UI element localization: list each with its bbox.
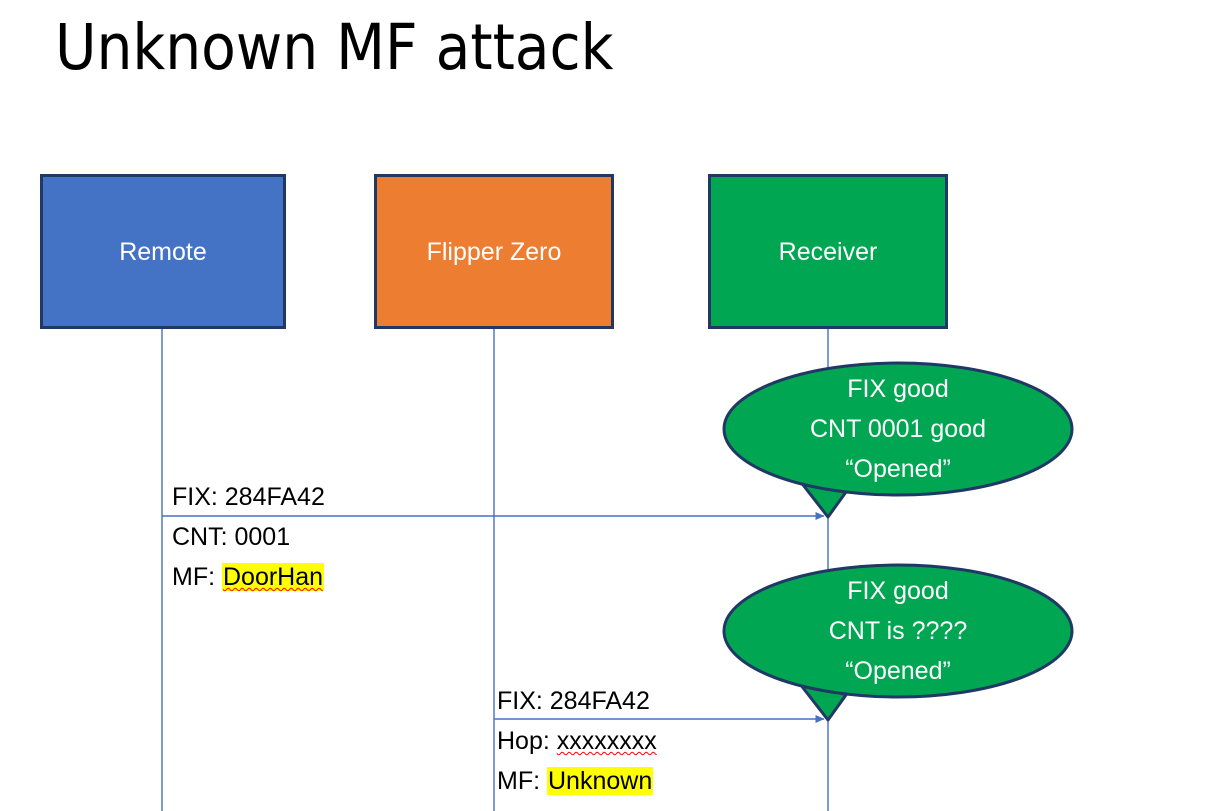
- actor-label-flipper: Flipper Zero: [426, 237, 562, 266]
- message-1-mf-line: MF: DoorHan: [172, 557, 325, 597]
- message-2-hop-line: Hop: xxxxxxxx: [497, 721, 657, 761]
- actor-box-remote[interactable]: Remote: [40, 174, 286, 329]
- page-title: Unknown MF attack: [55, 11, 614, 84]
- message-1-fix: FIX: 284FA42: [172, 483, 325, 511]
- message-2-hop-value: xxxxxxxx: [556, 727, 657, 755]
- actor-label-remote: Remote: [119, 237, 207, 266]
- message-2-label-below: Hop: xxxxxxxx MF: Unknown: [497, 721, 657, 801]
- message-1-mf-prefix: MF:: [172, 563, 222, 591]
- message-1-cnt: CNT: 0001: [172, 523, 291, 551]
- message-2-fix: FIX: 284FA42: [497, 687, 650, 715]
- actor-label-receiver: Receiver: [778, 237, 878, 266]
- message-1-label-below: CNT: 0001 MF: DoorHan: [172, 517, 325, 597]
- callout-bubble-2-shape: [722, 563, 1074, 722]
- message-2-hop-prefix: Hop:: [497, 727, 557, 755]
- actor-box-flipper[interactable]: Flipper Zero: [374, 174, 614, 329]
- message-1-label-above: FIX: 284FA42: [172, 477, 325, 517]
- actor-box-receiver[interactable]: Receiver: [708, 174, 948, 329]
- message-2-mf-prefix: MF:: [497, 767, 547, 795]
- message-1-mf-value-highlighted: DoorHan: [222, 563, 325, 591]
- callout-bubble-1-shape: [722, 361, 1074, 519]
- message-2-mf-value-highlighted: Unknown: [547, 767, 654, 795]
- message-2-mf-line: MF: Unknown: [497, 761, 657, 801]
- message-2-label-above: FIX: 284FA42: [497, 681, 650, 721]
